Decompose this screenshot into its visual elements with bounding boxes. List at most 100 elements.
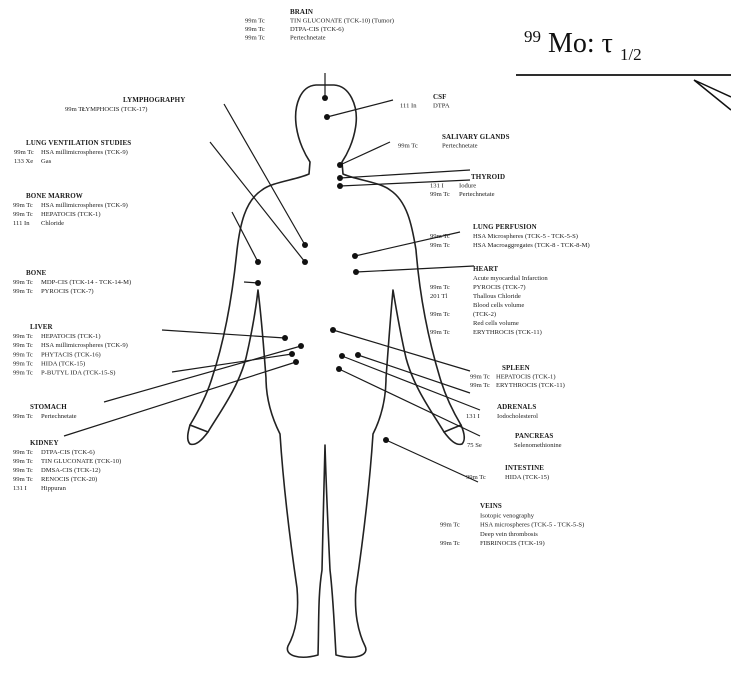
section-heart: HEART Acute myocardial Infarction 99m Tc PY… (430, 265, 548, 336)
agent-label: Iodure (459, 183, 476, 190)
agent-label: DTPA (433, 103, 450, 110)
isotope-label: 99m Tc (440, 540, 460, 547)
section-title: LUNG VENTILATION STUDIES (26, 139, 131, 147)
section-title: CSF (433, 93, 447, 101)
section-intestine: INTESTINE 99m Tc HIDA (TCK-15) (466, 464, 549, 481)
agent-label: DTPA-CIS (TCK-6) (290, 26, 344, 33)
isotope-label: 111 In (13, 220, 30, 227)
isotope-label: 99m Tc (245, 18, 265, 25)
agent-label: Chloride (41, 220, 64, 227)
section-title: BRAIN (290, 8, 313, 16)
isotope-label: 99m Tc (13, 342, 33, 349)
section-title: INTESTINE (505, 464, 544, 472)
isotope-label: 131 I (13, 485, 27, 492)
section-title: LIVER (30, 323, 54, 331)
isotope-label: 99m Tc (13, 211, 33, 218)
agent-label: PHYTACIS (TCK-16) (41, 351, 101, 358)
isotope-label: 99m Tc (13, 202, 33, 209)
isotope-label: 99m Tc (430, 329, 450, 336)
isotope-label: 99m Tc (13, 288, 33, 295)
section-lung-perf: LUNG PERFUSION 99m Tc HSA Microspheres (TC… (430, 223, 590, 249)
agent-label: DTPA-CIS (TCK-6) (41, 449, 95, 456)
isotope-label: 99m Tc (430, 233, 450, 240)
isotope-label: 99m Tc (13, 370, 33, 377)
svg-text:99 Mo: τ 1/2: 99 Mo: τ 1/2 (524, 18, 642, 64)
section-title: LUNG PERFUSION (473, 223, 537, 231)
section-title: STOMACH (30, 403, 67, 411)
isotope-label: 99m Tc (13, 351, 33, 358)
agent-label: HEPATOCIS (TCK-1) (496, 374, 556, 381)
section-title: PANCREAS (515, 432, 553, 440)
agent-label: MDP-CIS (TCK-14 - TCK-14-M) (41, 279, 131, 286)
section-title: LYMPHOGRAPHY (123, 96, 185, 104)
agent-label: Red cells volume (473, 320, 519, 327)
isotope-label: 201 Tl (430, 293, 447, 300)
isotope-label: 99m Tc (245, 35, 265, 42)
agent-label: Isotopic venography (480, 512, 535, 519)
agent-label: HEPATOCIS (TCK-1) (41, 211, 101, 218)
section-title: HEART (473, 265, 498, 273)
isotope-label: 99m Tc (430, 284, 450, 291)
isotope-label: 133 Xe (14, 158, 33, 165)
agent-label: ERYTHROCIS (TCK-11) (496, 382, 565, 389)
agent-label: Pertechnetate (442, 143, 478, 150)
isotope-label: 99m Tc (466, 474, 486, 481)
agent-label: Deep vein thrombosis (480, 531, 538, 538)
agent-label: HSA millimicrospheres (TCK-9) (41, 342, 128, 349)
agent-label: HSA Macroaggregates (TCK-8 - TCK-8-M) (473, 242, 590, 249)
isotope-label: 99m Tc (245, 26, 265, 33)
isotope-label: 99m Tc (13, 449, 33, 456)
agent-label: HSA millimicrospheres (TCK-9) (41, 202, 128, 209)
agent-label: Pertechnetate (41, 413, 77, 420)
agent-label: TIN GLUCONATE (TCK-10) (Tumor) (290, 18, 394, 25)
section-csf: CSF111 InDTPA (400, 93, 450, 110)
agent-label: Hippuran (41, 485, 67, 492)
agent-label: ERYTHROCIS (TCK-11) (473, 329, 542, 336)
formula-subscript: 1/2 (620, 45, 642, 64)
section-bone: BONE 99m Tc MDP-CIS (TCK-14 - TCK-14-M) 99m… (13, 269, 131, 295)
section-brain: BRAIN 99m Tc TIN GLUCONATE (TCK-10) (Tumor… (245, 8, 394, 42)
agent-label: LYMPHOCIS (TCK-17) (82, 106, 147, 113)
agent-label: Iodocholesterol (497, 413, 538, 420)
agent-label: HSA millimicrospheres (TCK-9) (41, 149, 128, 156)
isotope-label: 99m Tc (13, 413, 33, 420)
isotope-label: 99m Tc (13, 279, 33, 286)
agent-label: Blood cells volume (473, 302, 524, 309)
leader-lines (64, 73, 480, 482)
section-title: SALIVARY GLANDS (442, 133, 510, 141)
isotope-label: 99m Tc (470, 374, 490, 381)
arrow-icon (694, 80, 731, 110)
agent-label: Selenomethionine (514, 442, 562, 449)
section-pancreas: PANCREAS 75 Se Selenomethionine (467, 432, 562, 449)
isotope-label: 99m Tc (13, 467, 33, 474)
section-title: SPLEEN (502, 364, 530, 372)
agent-label: PYROCIS (TCK-7) (473, 284, 526, 291)
agent-label: Acute myocardial Infarction (473, 275, 548, 282)
human-body-outline (188, 85, 465, 657)
isotope-label: 99m Tc (398, 143, 418, 150)
section-kidney: KIDNEY 99m Tc DTPA-CIS (TCK-6) 99m Tc TIN GL… (13, 439, 121, 492)
section-title: KIDNEY (30, 439, 59, 447)
section-title: THYROID (471, 173, 505, 181)
agent-label: TIN GLUCONATE (TCK-10) (41, 458, 121, 465)
body-silhouette (190, 85, 461, 657)
isotope-label: 99m Tc (430, 311, 450, 318)
agent-label: RENOCIS (TCK-20) (41, 476, 97, 483)
section-title: BONE (26, 269, 46, 277)
agent-label: HSA Microspheres (TCK-5 - TCK-5-S) (473, 233, 578, 240)
agent-label: (TCK-2) (473, 311, 496, 318)
agent-label: FIBRINOCIS (TCK-19) (480, 540, 545, 547)
labels-layer: BRAIN 99m Tc TIN GLUCONATE (TCK-10) (Tumor… (13, 8, 590, 547)
isotope-label: 99m Tc (430, 242, 450, 249)
isotope-label: 99m Tc (13, 333, 33, 340)
isotope-label: 99m Tc (430, 191, 450, 198)
agent-label: Pertechnetate (459, 191, 495, 198)
isotope-label: 75 Se (467, 442, 482, 449)
agent-label: HIDA (TCK-15) (505, 474, 549, 481)
formula-superscript: 99 (524, 27, 541, 46)
